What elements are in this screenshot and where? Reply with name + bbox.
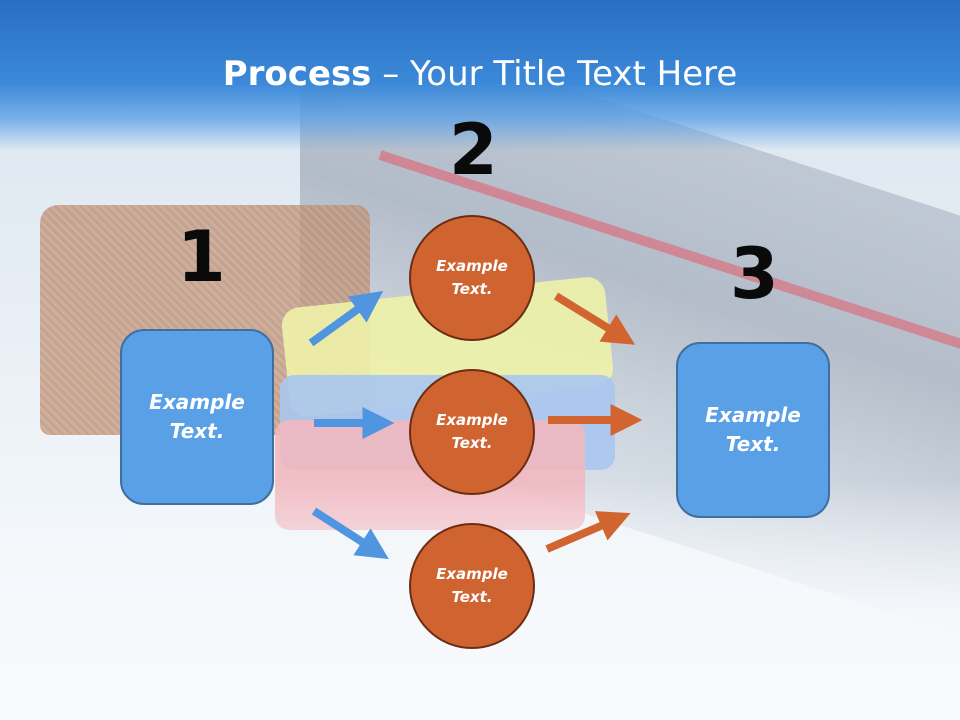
circle-bottom-text-line1: Example bbox=[436, 565, 508, 583]
circle-bottom-text-line2: Text. bbox=[451, 588, 493, 606]
step1-text-line1: Example bbox=[149, 390, 245, 414]
step2-circle-middle[interactable]: Example Text. bbox=[409, 369, 535, 495]
circle-middle-text-line1: Example bbox=[436, 411, 508, 429]
arrow-box1-to-circle3 bbox=[311, 507, 389, 560]
arrow-circle3-to-box3 bbox=[545, 511, 631, 553]
slide-title-bold: Process bbox=[222, 54, 372, 94]
arrow-circle1-to-box3 bbox=[553, 292, 636, 345]
step2-circle-top[interactable]: Example Text. bbox=[409, 215, 535, 341]
arrow-box1-to-circle1 bbox=[308, 290, 384, 347]
step-number-1: 1 bbox=[177, 216, 226, 298]
circle-top-text-line1: Example bbox=[436, 257, 508, 275]
slide-title-rest: – Your Title Text Here bbox=[371, 54, 738, 94]
circle-top-text-line2: Text. bbox=[451, 280, 493, 298]
step2-circle-bottom[interactable]: Example Text. bbox=[409, 523, 535, 649]
step3-box[interactable]: Example Text. bbox=[676, 342, 830, 518]
title-band bbox=[0, 0, 960, 150]
step-number-2: 2 bbox=[449, 109, 498, 191]
step3-text-line1: Example bbox=[705, 403, 801, 427]
circle-middle-text-line2: Text. bbox=[451, 434, 493, 452]
step3-text-line2: Text. bbox=[725, 432, 781, 456]
step-number-3: 3 bbox=[730, 233, 779, 315]
slide-title: Process – Your Title Text Here bbox=[0, 52, 960, 96]
step1-box[interactable]: Example Text. bbox=[120, 329, 274, 505]
step1-text-line2: Text. bbox=[169, 419, 225, 443]
